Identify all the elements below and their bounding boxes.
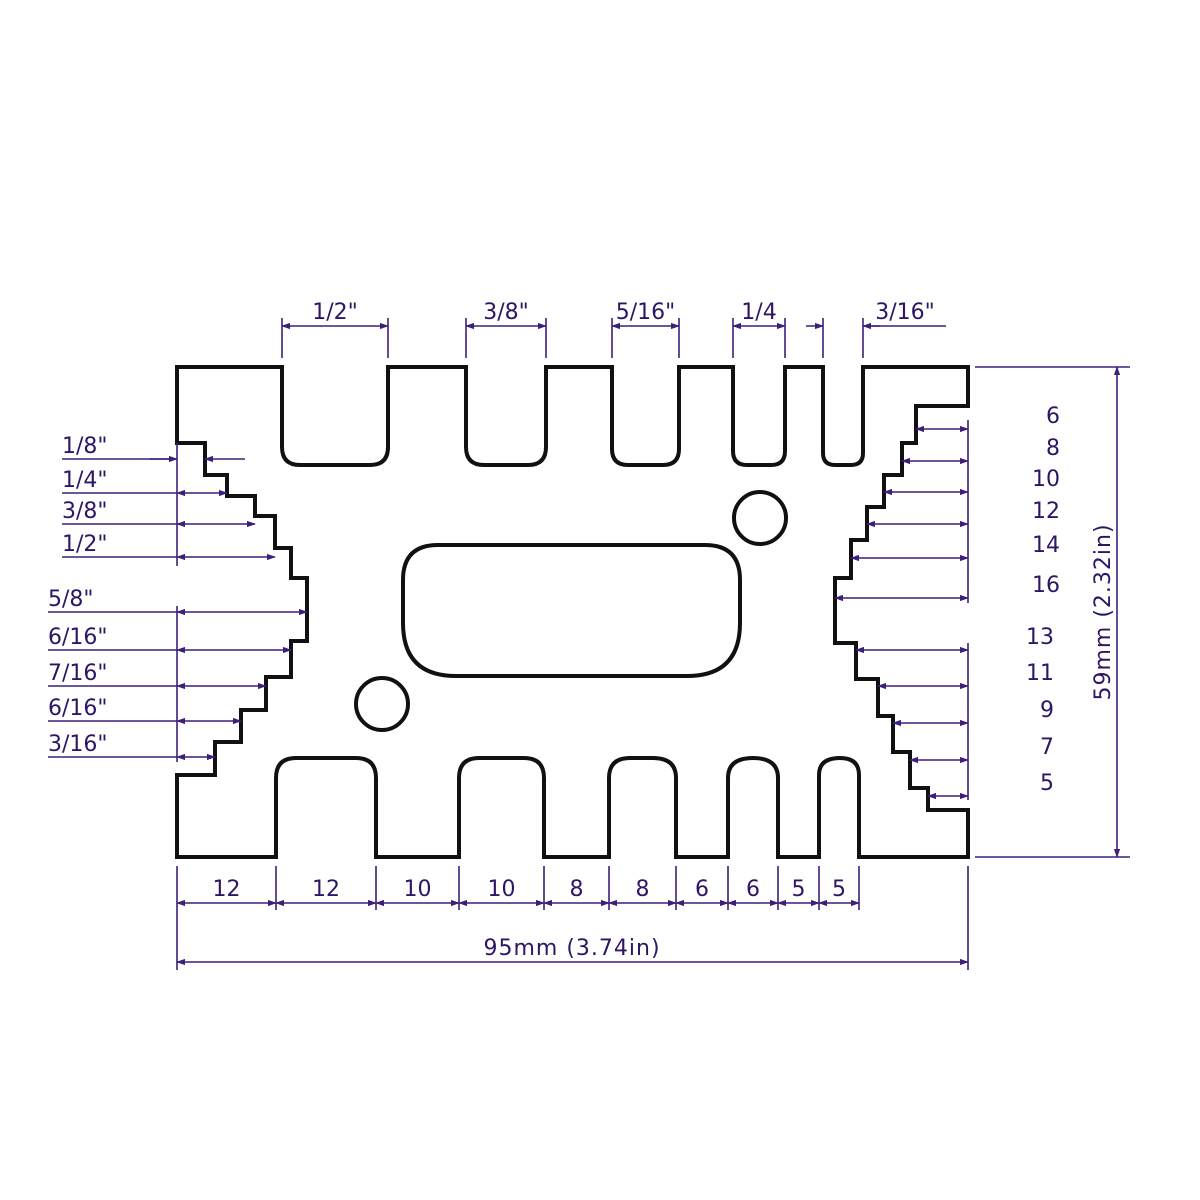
- slot-width-label: 6: [695, 877, 709, 902]
- step-width-label: 10: [1032, 467, 1060, 492]
- overall-dimensions: 95mm (3.74in) 59mm (2.32in): [176, 366, 1130, 970]
- step-width-label: 16: [1032, 573, 1060, 598]
- step-width-label: 9: [1040, 698, 1054, 723]
- step-depth-label: 1/8": [62, 434, 108, 459]
- top-slot-dimensions: 1/2" 3/8" 5/16" 1/4 3/16": [281, 300, 946, 358]
- slot-width-label: 5/16": [616, 300, 676, 325]
- step-width-label: 13: [1026, 625, 1054, 650]
- step-depth-label: 5/8": [48, 587, 94, 612]
- step-depth-label: 1/2": [62, 532, 108, 557]
- oblong-slot: [401, 543, 742, 678]
- step-depth-label: 6/16": [48, 696, 108, 721]
- slot-width-label: 12: [312, 877, 340, 902]
- overall-height-label: 59mm (2.32in): [1091, 523, 1116, 700]
- slot-width-label: 3/16": [875, 300, 935, 325]
- step-width-label: 7: [1040, 735, 1054, 760]
- step-width-label: 12: [1032, 499, 1060, 524]
- slot-width-label: 10: [488, 877, 516, 902]
- slot-width-label: 5: [792, 877, 806, 902]
- slot-width-label: 6: [746, 877, 760, 902]
- step-width-label: 8: [1046, 436, 1060, 461]
- slot-width-label: 1/4: [741, 300, 776, 325]
- hole-top-right: [732, 490, 788, 546]
- step-width-label: 5: [1040, 771, 1054, 796]
- slot-width-label: 3/8": [483, 300, 529, 325]
- left-step-dimensions: 1/8" 1/4" 3/8" 1/2" 5/8" 6/16" 7/16" 6/16" 3/16": [48, 434, 308, 762]
- step-depth-label: 3/8": [62, 499, 108, 524]
- overall-width-label: 95mm (3.74in): [483, 936, 660, 961]
- step-depth-label: 6/16": [48, 625, 108, 650]
- bottom-slot-dimensions: 12 12 10 10 8 8 6 6 5 5: [176, 866, 860, 910]
- step-depth-label: 1/4": [62, 468, 108, 493]
- slot-width-label: 8: [570, 877, 584, 902]
- slot-width-label: 1/2": [312, 300, 358, 325]
- slot-width-label: 8: [636, 877, 650, 902]
- slot-width-label: 5: [832, 877, 846, 902]
- hole-bottom-left: [354, 676, 410, 732]
- right-step-dimensions: 6 8 10 12 14 16 13 11 9 7 5: [834, 404, 1060, 800]
- step-depth-label: 3/16": [48, 732, 108, 757]
- step-width-label: 11: [1026, 661, 1054, 686]
- part-outline: [175, 365, 970, 859]
- step-width-label: 6: [1046, 404, 1060, 429]
- slot-width-label: 10: [404, 877, 432, 902]
- step-width-label: 14: [1032, 533, 1060, 558]
- step-depth-label: 7/16": [48, 661, 108, 686]
- slot-width-label: 12: [213, 877, 241, 902]
